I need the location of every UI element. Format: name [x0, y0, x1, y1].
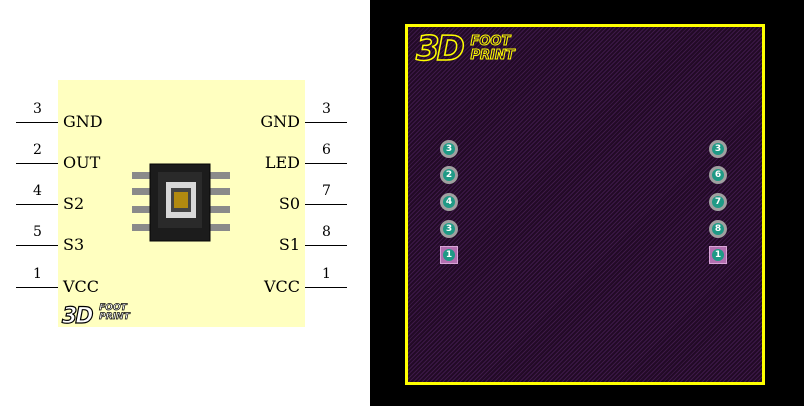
pad-left-3: 4 [440, 193, 458, 211]
pad-label: 1 [712, 249, 724, 261]
pad-right-1: 3 [709, 140, 727, 158]
pad-right-5: 1 [709, 246, 727, 264]
pin-name: S3 [63, 235, 85, 254]
pad-label: 8 [712, 223, 724, 235]
pin-number: 8 [322, 224, 331, 240]
pin-line [16, 163, 58, 164]
pin-name: OUT [63, 153, 101, 172]
pad-label: 7 [712, 196, 724, 208]
logo-word-top: FOOT [470, 34, 511, 49]
pin-line [305, 287, 347, 288]
pin-line [16, 287, 58, 288]
pad-label: 3 [712, 143, 724, 155]
chip-render [132, 163, 230, 242]
pin-number: 3 [33, 101, 42, 117]
pin-line [305, 245, 347, 246]
logo-word-bottom: PRINT [99, 312, 130, 322]
pin-line [305, 204, 347, 205]
pin-name: GND [260, 112, 300, 131]
chip-leads [132, 172, 230, 231]
pad-right-4: 8 [709, 220, 727, 238]
pad-right-2: 6 [709, 166, 727, 184]
pad-label: 4 [443, 196, 455, 208]
pin-name: VCC [263, 277, 300, 296]
logo-word-bottom: PRINT [470, 48, 515, 63]
logo: 3D FOOT PRINT [415, 28, 515, 70]
pin-number: 5 [33, 224, 42, 240]
logo-mark: 3D [61, 303, 94, 329]
pad-left-2: 2 [440, 166, 458, 184]
pad-label: 6 [712, 169, 724, 181]
pin-number: 4 [33, 183, 42, 199]
pin-name: GND [63, 112, 103, 131]
pad-right-3: 7 [709, 193, 727, 211]
pin-name: S0 [278, 194, 300, 213]
pin-number: 1 [322, 266, 331, 282]
pcb-panel: 3D FOOT PRINT 3 2 4 3 1 3 6 7 8 1 [370, 0, 804, 406]
pin-line [16, 204, 58, 205]
pin-number: 2 [33, 142, 42, 158]
pad-left-4: 3 [440, 220, 458, 238]
pin-line [305, 122, 347, 123]
logo-mark: 3D [415, 28, 465, 70]
pad-label: 2 [443, 169, 455, 181]
logo: 3D FOOT PRINT [61, 303, 130, 329]
logo-word-top: FOOT [99, 303, 127, 313]
pin-number: 3 [322, 101, 331, 117]
pad-label: 3 [443, 143, 455, 155]
pin-line [16, 245, 58, 246]
schematic-panel: 3 GND 2 OUT 4 S2 5 S3 1 VCC 3 GND 6 LED … [0, 0, 370, 406]
board-outline: 3D FOOT PRINT 3 2 4 3 1 3 6 7 8 1 [405, 24, 765, 385]
pad-label: 1 [443, 249, 455, 261]
logo-words: FOOT PRINT [99, 303, 130, 322]
pin-number: 7 [322, 183, 331, 199]
pad-label: 3 [443, 223, 455, 235]
pin-number: 6 [322, 142, 331, 158]
pin-line [16, 122, 58, 123]
pin-name: S2 [63, 194, 85, 213]
pin-number: 1 [33, 266, 42, 282]
pin-name: VCC [63, 277, 100, 296]
pin-line [305, 163, 347, 164]
pin-name: LED [264, 153, 300, 172]
logo-words: FOOT PRINT [470, 34, 515, 63]
pad-left-1: 3 [440, 140, 458, 158]
pad-left-5: 1 [440, 246, 458, 264]
pin-name: S1 [278, 235, 300, 254]
